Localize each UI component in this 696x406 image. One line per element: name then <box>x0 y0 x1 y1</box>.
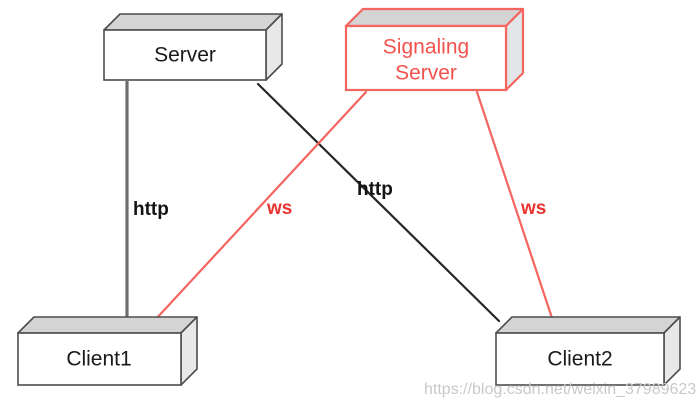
node-signaling-server-top-face <box>344 7 525 28</box>
node-server-top-face <box>103 13 283 31</box>
edge-label-layer: http http ws ws <box>133 179 546 220</box>
edge-signaling-client2-line <box>475 90 555 323</box>
watermark: https://blog.csdn.net/weixin_37989623 <box>424 381 696 398</box>
edge-server-client2-line <box>256 82 501 323</box>
node-client1-front-face <box>17 332 182 386</box>
edge-label-ws-signaling-client2: ws <box>520 198 546 219</box>
node-client2-top-face <box>495 316 681 334</box>
node-client2[interactable]: Client2 <box>495 316 681 386</box>
node-client1-label: Client1 <box>66 348 131 371</box>
node-signaling-server[interactable]: Signaling Server <box>344 7 525 92</box>
node-server[interactable]: Server <box>103 13 283 81</box>
node-client2-front-face <box>495 332 665 386</box>
edge-label-http-server-client1: http <box>133 199 169 220</box>
node-client2-label: Client2 <box>547 348 612 371</box>
edge-layer <box>125 81 555 336</box>
node-server-front-face <box>103 29 267 81</box>
node-server-label: Server <box>154 44 216 67</box>
node-signaling-server-label-line1: Signaling <box>383 36 469 59</box>
node-client1-top-face <box>17 316 198 334</box>
node-signaling-server-front-face <box>344 24 508 92</box>
edge-label-ws-signaling-client1: ws <box>266 198 292 219</box>
node-signaling-server-label-line2: Server <box>395 62 457 85</box>
node-client1[interactable]: Client1 <box>17 316 198 386</box>
edge-signaling-client1-line <box>153 90 368 322</box>
edge-label-http-server-client2: http <box>357 179 393 200</box>
